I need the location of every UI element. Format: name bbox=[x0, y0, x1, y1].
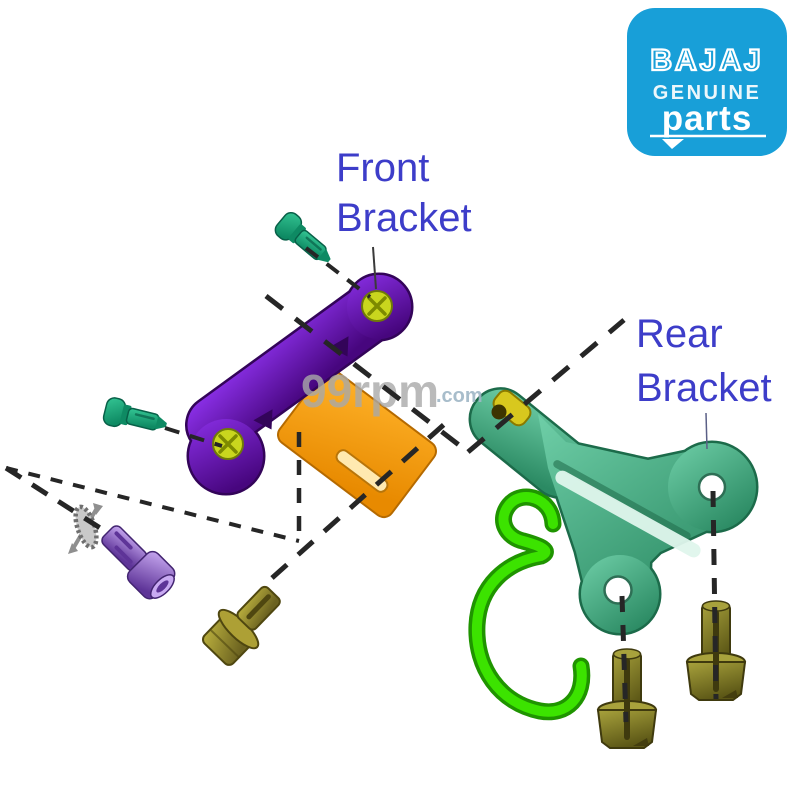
brass-bolt-slot bbox=[246, 594, 271, 620]
arrow-head-bottom bbox=[68, 543, 78, 554]
front-bracket-hole-1 bbox=[329, 336, 349, 357]
orange-plate-slot bbox=[335, 449, 389, 493]
dash-line-bolt-left bbox=[619, 595, 629, 723]
front-bracket-part bbox=[176, 272, 411, 493]
front-label-line2: Bracket bbox=[336, 196, 472, 240]
rear-bracket-bushing bbox=[492, 389, 532, 427]
front-bracket-hole-2 bbox=[253, 409, 273, 430]
logo-down-arrow-icon bbox=[662, 139, 684, 149]
dash-line-bolt-right bbox=[710, 490, 719, 700]
rear-bracket-shadow-stripe bbox=[553, 460, 691, 540]
rear-bracket-part bbox=[460, 378, 756, 633]
brass-bolt-facet bbox=[210, 629, 239, 658]
dash-line-top-screw bbox=[304, 246, 372, 299]
assembly-dashed-lines bbox=[4, 246, 719, 723]
bajaj-logo: BAJAJ GENUINE parts bbox=[627, 8, 787, 156]
logo-parts-text: parts bbox=[662, 99, 753, 138]
front-label-line1: Front bbox=[336, 146, 429, 190]
purple-bolt-spline-2 bbox=[114, 545, 133, 564]
brass-flange-bolt bbox=[201, 585, 281, 666]
logo-background bbox=[627, 8, 787, 156]
purple-bolt-spline-1 bbox=[114, 531, 133, 550]
dash-line-front-to-junction bbox=[264, 294, 470, 454]
green-screw-left bbox=[100, 394, 172, 440]
front-bracket-label: Front Bracket bbox=[336, 146, 472, 240]
purple-bolt-socket bbox=[156, 580, 169, 593]
arrow-head-top bbox=[93, 503, 103, 515]
green-screw-top bbox=[270, 208, 340, 273]
dash-line-left-screw bbox=[164, 426, 223, 448]
rear-bracket-hole-bottom bbox=[603, 575, 633, 605]
rear-bracket-label: Rear Bracket bbox=[636, 312, 772, 410]
dash-line-left-shallow bbox=[5, 466, 300, 543]
orange-plate-body bbox=[277, 367, 437, 519]
green-hook-spring bbox=[468, 488, 591, 721]
rear-bracket-highlight-stripe bbox=[555, 470, 701, 558]
logo-genuine-text: GENUINE bbox=[653, 82, 762, 104]
purple-socket-bolt bbox=[101, 525, 176, 600]
rear-label-line2: Bracket bbox=[636, 366, 772, 410]
rear-label-leader bbox=[705, 412, 708, 450]
dash-line-left-to-bolt bbox=[4, 465, 110, 536]
yellow-mount-screw-top bbox=[360, 289, 394, 323]
rear-label-line1: Rear bbox=[636, 312, 723, 356]
orange-mount-plate bbox=[277, 367, 437, 519]
watermark-domain: .com bbox=[436, 385, 483, 407]
dash-line-brass-bolt bbox=[270, 418, 451, 580]
front-label-leader bbox=[372, 246, 377, 290]
watermark-name: 99rpm bbox=[301, 365, 439, 417]
bushing-hole bbox=[491, 404, 507, 420]
logo-brand-text: BAJAJ bbox=[650, 44, 763, 77]
